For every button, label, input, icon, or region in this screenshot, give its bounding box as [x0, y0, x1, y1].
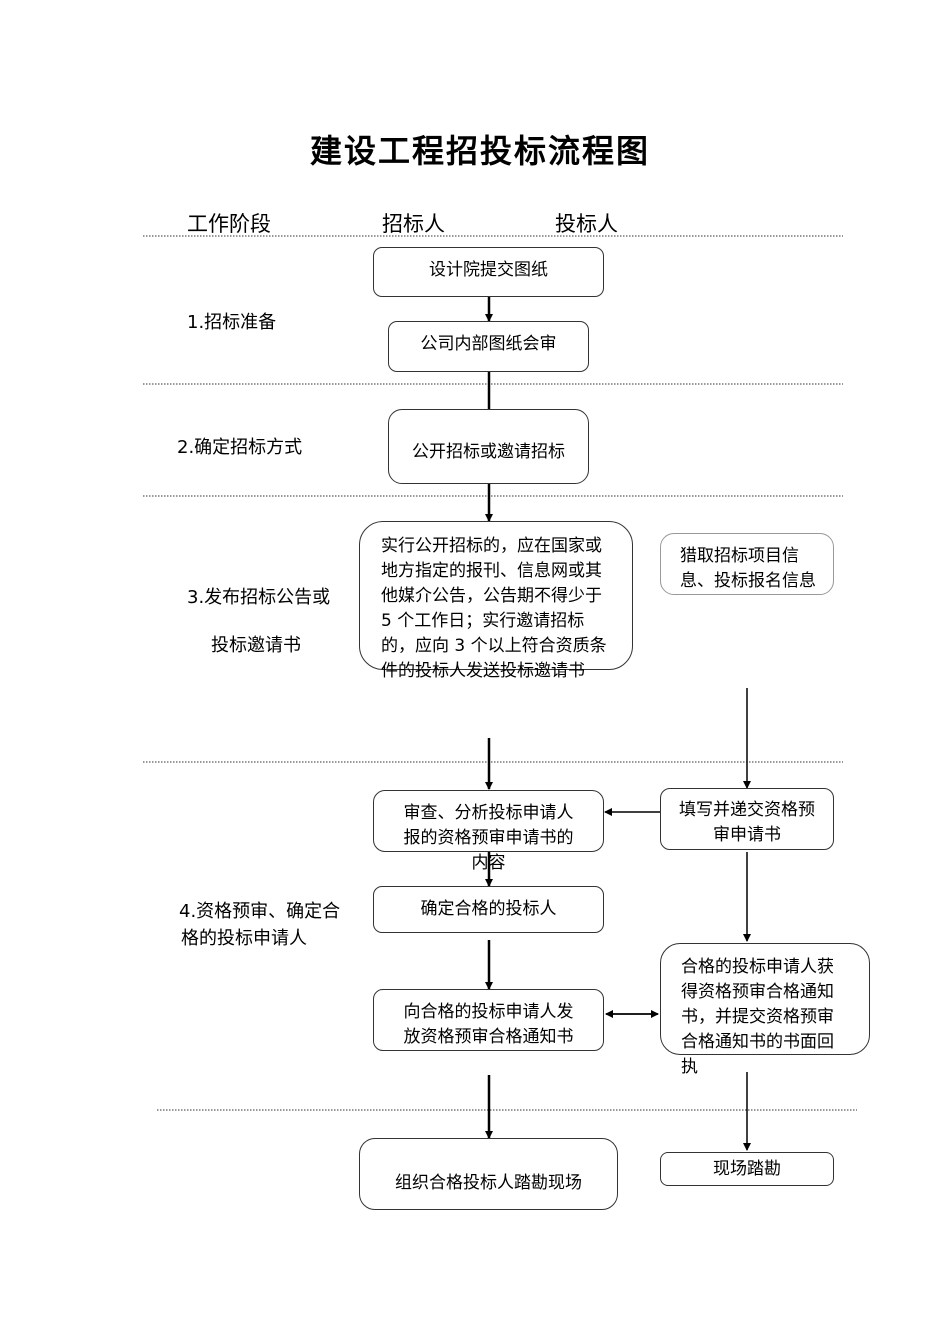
node-publish-notice-text: 实行公开招标的，应在国家或地方指定的报刊、信息网或其他媒介公告，公告期不得少于 … — [381, 536, 607, 681]
node-internal-review-text: 公司内部图纸会审 — [420, 334, 557, 354]
node-confirm-bidders-text: 确定合格的投标人 — [420, 899, 557, 919]
node-obtain-info-text: 猎取招标项目信息、投标报名信息 — [680, 546, 816, 591]
header-bidder: 投标人 — [555, 212, 618, 236]
node-review-application-text: 审查、分析投标申请人报的资格预审申请书的内容 — [403, 803, 574, 873]
node-organize-visit: 组织合格投标人踏勘现场 — [359, 1138, 618, 1210]
node-design-submit-text: 设计院提交图纸 — [429, 260, 548, 280]
node-receive-notice: 合格的投标申请人获得资格预审合格通知书，并提交资格预审合格通知书的书面回执 — [660, 943, 870, 1077]
stage-1-label: 1.招标准备 — [187, 312, 277, 333]
header-tenderer: 招标人 — [382, 212, 445, 236]
node-issue-notice-text: 向合格的投标申请人发放资格预审合格通知书 — [403, 1002, 574, 1047]
node-site-visit-text: 现场踏勘 — [713, 1159, 781, 1179]
stage-3-label-line2: 投标邀请书 — [211, 635, 301, 656]
node-obtain-info: 猎取招标项目信息、投标报名信息 — [660, 533, 834, 595]
node-design-submit: 设计院提交图纸 — [373, 247, 604, 297]
node-publish-notice: 实行公开招标的，应在国家或地方指定的报刊、信息网或其他媒介公告，公告期不得少于 … — [359, 521, 633, 681]
node-confirm-bidders: 确定合格的投标人 — [373, 886, 604, 933]
node-receive-notice-text: 合格的投标申请人获得资格预审合格通知书，并提交资格预审合格通知书的书面回执 — [681, 957, 834, 1077]
stage-4-label-line1: 4.资格预审、确定合 — [179, 901, 341, 922]
node-site-visit: 现场踏勘 — [660, 1152, 834, 1186]
stage-4-label-line2: 格的投标申请人 — [181, 928, 307, 949]
page-title: 建设工程招投标流程图 — [309, 132, 650, 170]
node-fill-application: 填写并递交资格预审申请书 — [660, 788, 834, 850]
node-organize-visit-text: 组织合格投标人踏勘现场 — [395, 1173, 582, 1193]
stage-2-label: 2.确定招标方式 — [177, 437, 303, 458]
stage-3-label-line1: 3.发布招标公告或 — [187, 587, 331, 608]
node-review-application: 审查、分析投标申请人报的资格预审申请书的内容 — [373, 790, 604, 873]
node-fill-application-text: 填写并递交资格预审申请书 — [679, 800, 815, 845]
node-tender-method: 公开招标或邀请招标 — [388, 409, 589, 484]
node-issue-notice: 向合格的投标申请人发放资格预审合格通知书 — [373, 989, 604, 1051]
node-tender-method-text: 公开招标或邀请招标 — [412, 442, 565, 462]
header-stage: 工作阶段 — [187, 212, 271, 236]
node-internal-review: 公司内部图纸会审 — [388, 321, 589, 372]
